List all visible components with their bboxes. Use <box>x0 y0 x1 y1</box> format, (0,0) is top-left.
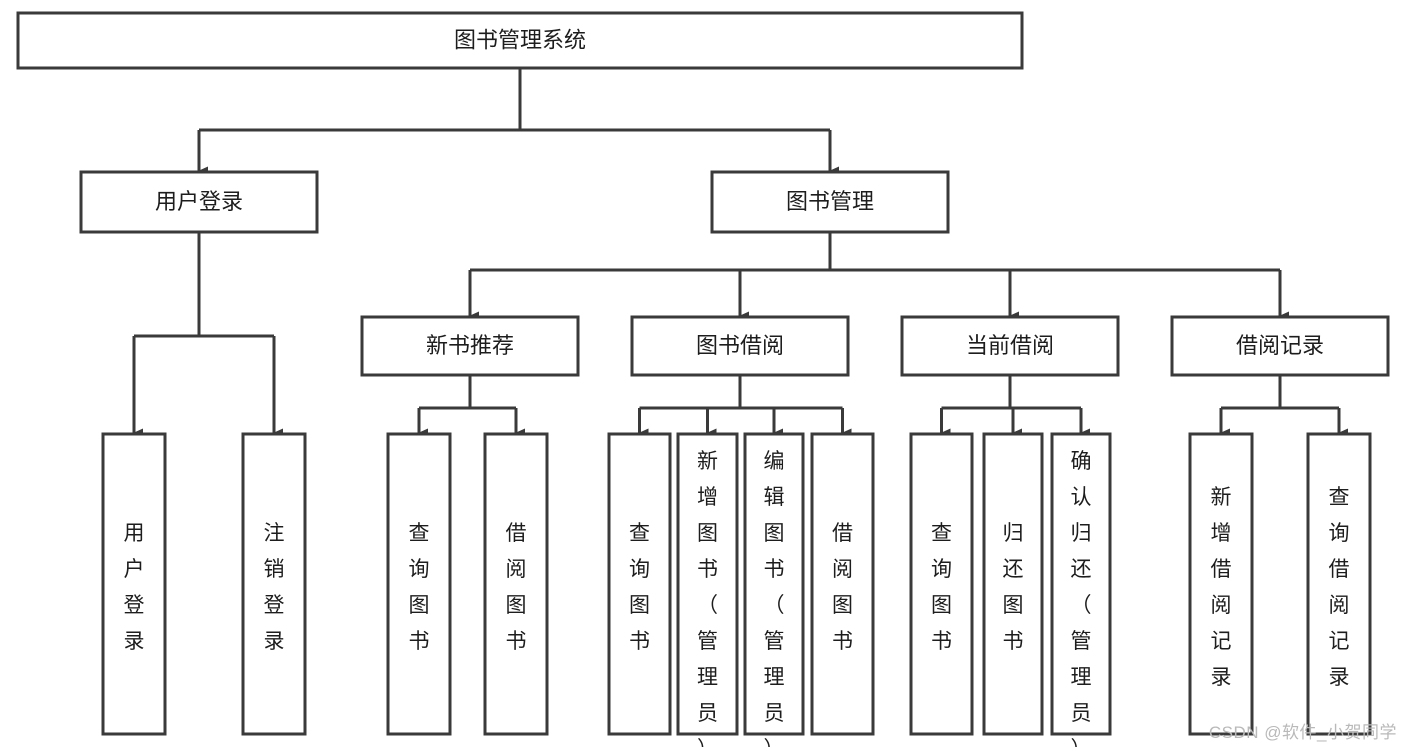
node-label: 新增借阅记录 <box>1211 486 1232 689</box>
node-l-borrow-book-2[interactable]: 借阅图书 <box>810 432 875 736</box>
node-n-new-rec[interactable]: 新书推荐 <box>360 315 580 377</box>
node-box <box>909 432 974 736</box>
node-box <box>483 432 549 736</box>
node-label: 确认归还（管理员） <box>1071 450 1092 747</box>
node-l-add-book[interactable]: 新增图书（管理员） <box>676 432 739 747</box>
node-box <box>743 432 805 736</box>
node-label: 图书借阅 <box>696 333 784 358</box>
node-n-current[interactable]: 当前借阅 <box>900 315 1120 377</box>
node-box <box>1306 432 1372 736</box>
node-label: 借阅图书 <box>832 522 853 653</box>
node-l-query-record[interactable]: 查询借阅记录 <box>1306 432 1372 736</box>
node-root[interactable]: 图书管理系统 <box>16 11 1024 70</box>
node-box <box>1188 432 1254 736</box>
node-l-confirm-return[interactable]: 确认归还（管理员） <box>1050 432 1112 747</box>
node-box <box>810 432 875 736</box>
node-n-record[interactable]: 借阅记录 <box>1170 315 1390 377</box>
node-l-add-record[interactable]: 新增借阅记录 <box>1188 432 1254 736</box>
node-box <box>101 432 167 736</box>
node-box <box>630 315 850 377</box>
node-box <box>900 315 1120 377</box>
node-l-query-book-1[interactable]: 查询图书 <box>386 432 452 736</box>
node-l-edit-book[interactable]: 编辑图书（管理员） <box>743 432 805 747</box>
node-label: 用户登录 <box>124 522 145 653</box>
node-label: 用户登录 <box>155 189 243 214</box>
node-n-user-login[interactable]: 用户登录 <box>79 170 319 234</box>
node-box <box>1170 315 1390 377</box>
node-l-user-login[interactable]: 用户登录 <box>101 432 167 736</box>
node-label: 借阅记录 <box>1236 333 1324 358</box>
node-label: 注销登录 <box>264 522 285 653</box>
node-box <box>241 432 307 736</box>
node-layer: 图书管理系统用户登录图书管理新书推荐图书借阅当前借阅借阅记录用户登录注销登录查询… <box>16 11 1390 747</box>
node-box <box>79 170 319 234</box>
node-box <box>1050 432 1112 736</box>
node-label: 图书管理 <box>786 189 874 214</box>
node-l-query-book-2[interactable]: 查询图书 <box>607 432 672 736</box>
csdn-watermark: CSDN @软件_小贺同学 <box>1208 723 1397 742</box>
node-l-return-book[interactable]: 归还图书 <box>982 432 1044 736</box>
node-n-borrow[interactable]: 图书借阅 <box>630 315 850 377</box>
node-label: 借阅图书 <box>506 522 527 653</box>
node-box <box>982 432 1044 736</box>
node-label: 新增图书（管理员） <box>697 450 718 747</box>
node-label: 图书管理系统 <box>454 27 586 52</box>
node-l-query-book-3[interactable]: 查询图书 <box>909 432 974 736</box>
node-l-user-logout[interactable]: 注销登录 <box>241 432 307 736</box>
node-label: 查询借阅记录 <box>1329 486 1350 689</box>
node-label: 归还图书 <box>1003 522 1024 653</box>
node-box <box>386 432 452 736</box>
node-label: 新书推荐 <box>426 333 514 358</box>
node-l-borrow-book-1[interactable]: 借阅图书 <box>483 432 549 736</box>
node-box <box>16 11 1024 70</box>
edge-layer <box>132 68 1348 438</box>
node-box <box>607 432 672 736</box>
node-box <box>710 170 950 234</box>
node-label: 编辑图书（管理员） <box>764 450 785 747</box>
node-box <box>676 432 739 736</box>
node-label: 查询图书 <box>931 522 952 653</box>
node-label: 当前借阅 <box>966 333 1054 358</box>
node-label: 查询图书 <box>409 522 430 653</box>
node-label: 查询图书 <box>629 522 650 653</box>
node-n-book-mgmt[interactable]: 图书管理 <box>710 170 950 234</box>
node-box <box>360 315 580 377</box>
